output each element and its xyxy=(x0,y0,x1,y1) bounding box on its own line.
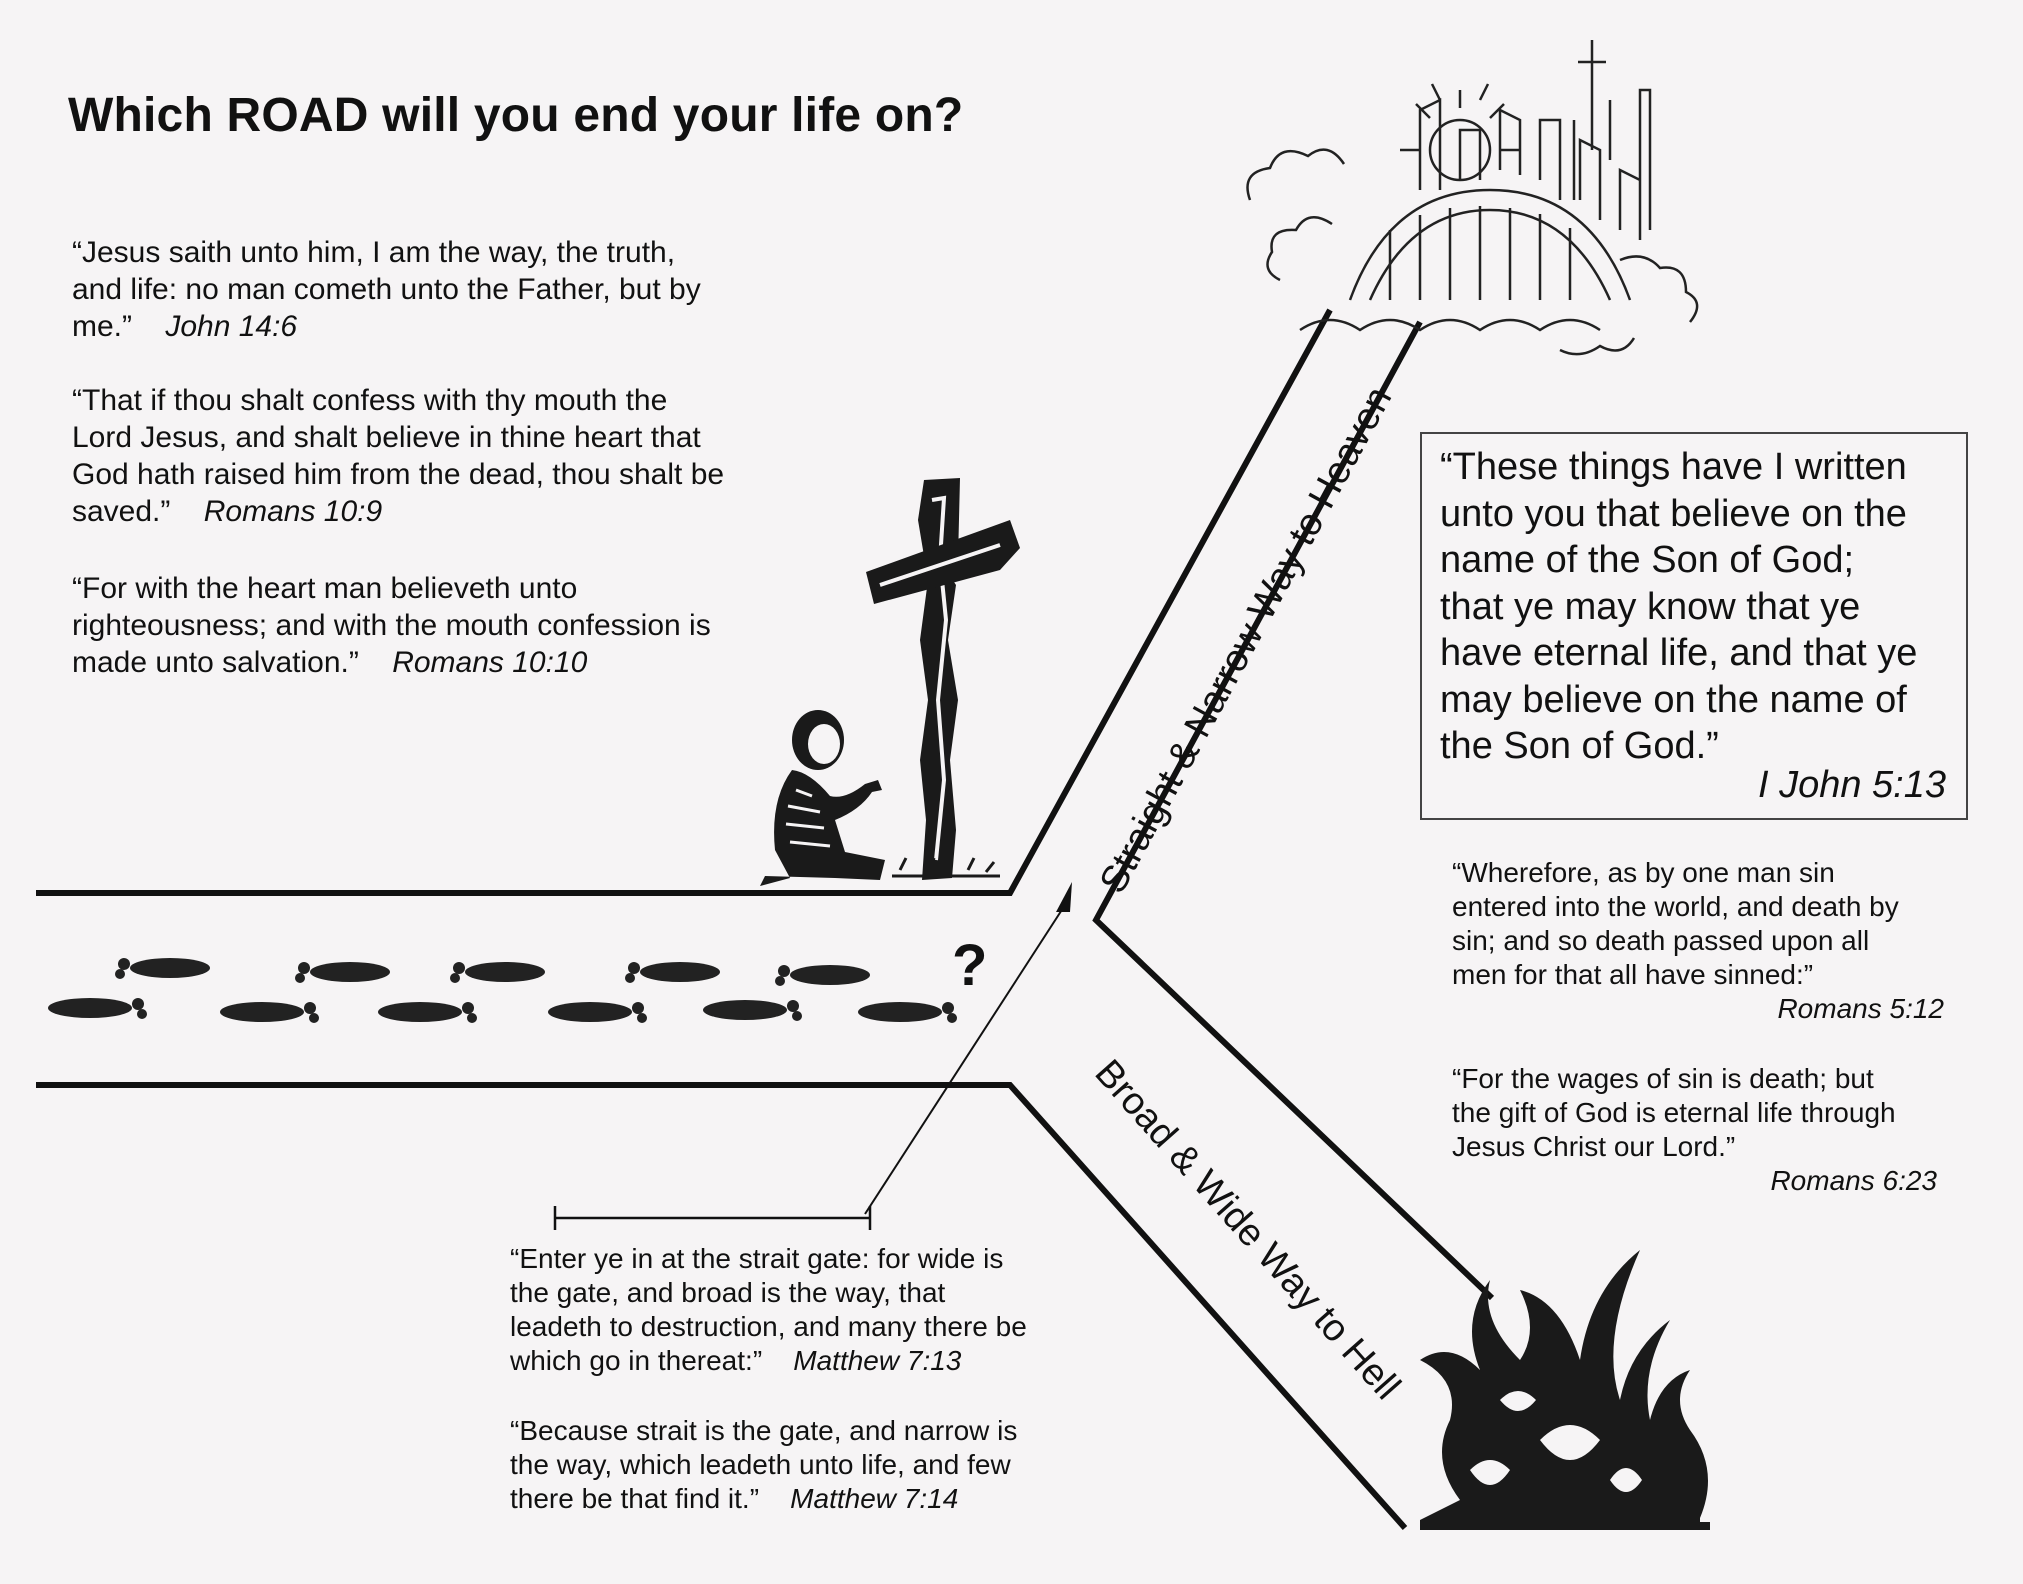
verse-line: “Because strait is the gate, and narrow … xyxy=(510,1415,1018,1446)
arrow-icon xyxy=(1056,882,1072,912)
page-title: Which ROAD will you end your life on? xyxy=(68,89,964,142)
verse-matthew-7-13: “Enter ye in at the strait gate: for wid… xyxy=(510,1242,1130,1378)
verse-reference: Romans 10:10 xyxy=(392,646,588,679)
verse-line: men for that all have sinned:” xyxy=(1452,959,1814,990)
cross-icon xyxy=(866,478,1020,880)
verse-line: righteousness; and with the mouth confes… xyxy=(72,609,711,642)
road-fork-edge xyxy=(1092,320,1495,1301)
verse-line: Lord Jesus, and shalt believe in thine h… xyxy=(72,421,701,454)
verse-line: and life: no man cometh unto the Father,… xyxy=(72,273,701,306)
footprints-icon xyxy=(48,958,957,1023)
road-edge-top xyxy=(36,308,1333,896)
quote-text: “These things have I written unto you th… xyxy=(1440,446,1918,767)
verse-line: saved.” Romans 10:9 xyxy=(72,495,383,528)
roads xyxy=(36,308,1495,1530)
verse-reference: Romans 10:9 xyxy=(203,495,383,528)
verse-romans-6-23: “For the wages of sin is death; but the … xyxy=(1452,1062,1972,1198)
verse-reference: Romans 6:23 xyxy=(1770,1165,1937,1196)
verse-john-14-6: “Jesus saith unto him, I am the way, the… xyxy=(72,234,832,345)
verse-line: leadeth to destruction, and many there b… xyxy=(510,1311,1027,1342)
verse-romans-10-9: “That if thou shalt confess with thy mou… xyxy=(72,382,832,530)
verse-line: “That if thou shalt confess with thy mou… xyxy=(72,384,668,417)
question-mark: ? xyxy=(952,933,988,998)
verse-line: “Enter ye in at the strait gate: for wid… xyxy=(510,1243,1004,1274)
verse-reference: Matthew 7:13 xyxy=(793,1345,962,1376)
verse-line: the way, which leadeth unto life, and fe… xyxy=(510,1449,1011,1480)
verse-line: “Wherefore, as by one man sin xyxy=(1452,857,1835,888)
verse-line: the gate, and broad is the way, that xyxy=(510,1277,946,1308)
verse-matthew-7-14: “Because strait is the gate, and narrow … xyxy=(510,1414,1130,1516)
verse-line: me.” John 14:6 xyxy=(72,310,298,343)
verse-reference: Romans 5:12 xyxy=(1777,993,1944,1024)
verse-line: “Jesus saith unto him, I am the way, the… xyxy=(72,236,676,269)
verse-reference: John 14:6 xyxy=(165,310,298,343)
verse-line: made unto salvation.” Romans 10:10 xyxy=(72,646,588,679)
verse-line: Jesus Christ our Lord.” xyxy=(1452,1131,1736,1162)
verse-line: sin; and so death passed upon all xyxy=(1452,925,1870,956)
verse-romans-10-10: “For with the heart man believeth unto r… xyxy=(72,570,832,681)
kneeling-person-icon xyxy=(760,710,885,886)
verse-line: entered into the world, and death by xyxy=(1452,891,1899,922)
gate-pointer xyxy=(553,882,1072,1230)
flames-icon xyxy=(1420,1250,1710,1530)
verse-line: God hath raised him from the dead, thou … xyxy=(72,458,725,491)
verse-line: the gift of God is eternal life through xyxy=(1452,1097,1896,1128)
quote-reference: I John 5:13 xyxy=(1757,764,1946,806)
verse-romans-5-12: “Wherefore, as by one man sin entered in… xyxy=(1452,856,1972,1026)
quote-box-1-john-5-13: “These things have I written unto you th… xyxy=(1420,432,1968,820)
heavenly-city-icon xyxy=(1246,40,1699,356)
road-edge-bottom xyxy=(36,1082,1408,1530)
verse-line: which go in thereat:” Matthew 7:13 xyxy=(510,1345,962,1376)
verse-line: “For the wages of sin is death; but xyxy=(1452,1063,1874,1094)
verse-reference: Matthew 7:14 xyxy=(790,1483,959,1514)
verse-line: there be that find it.” Matthew 7:14 xyxy=(510,1483,959,1514)
verse-line: “For with the heart man believeth unto xyxy=(72,572,578,605)
